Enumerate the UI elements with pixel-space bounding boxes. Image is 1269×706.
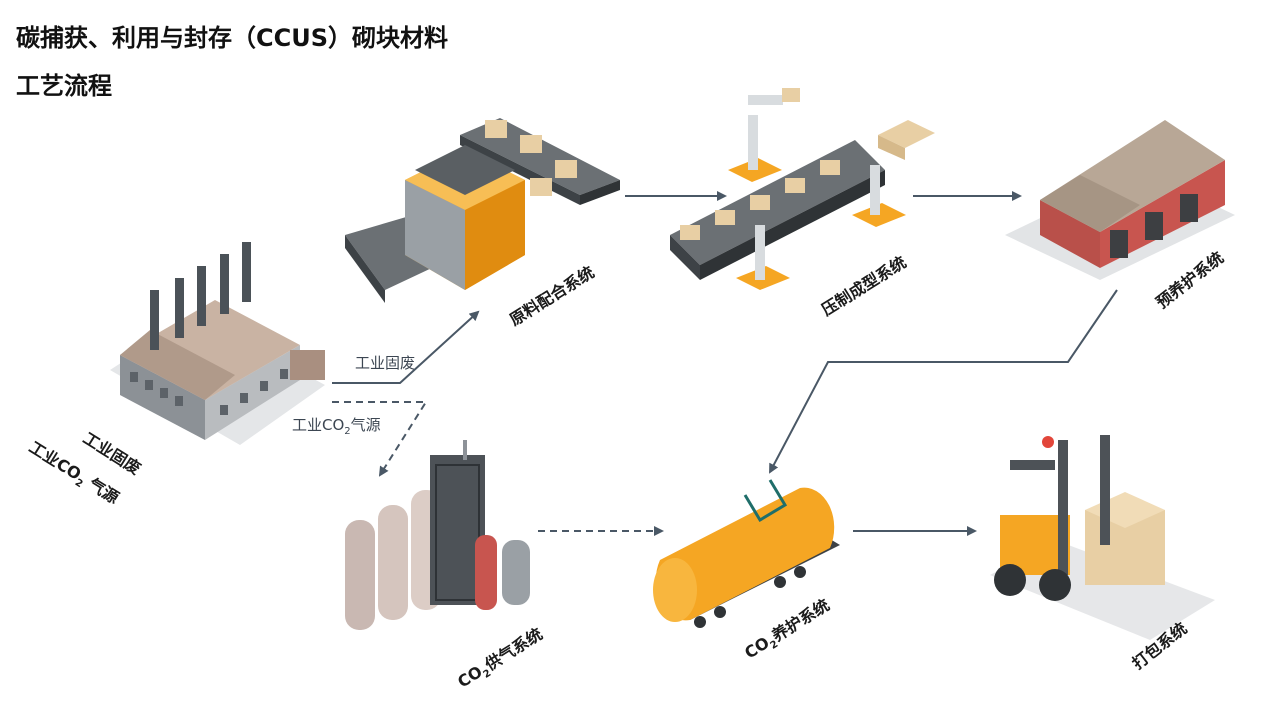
- arrow-factory-to-co2-supply: [332, 401, 428, 477]
- page-subtitle: 工艺流程: [16, 72, 112, 100]
- press-illustration: [670, 88, 935, 290]
- raw-material-illustration: [345, 118, 620, 303]
- co2-curing-tank-illustration: [653, 479, 840, 628]
- factory-illustration: [110, 242, 325, 445]
- flow-label-solid-waste: 工业固废: [355, 354, 416, 372]
- flow-arrows: [332, 191, 1118, 536]
- flow-label-co2-source: 工业CO2气源: [292, 416, 381, 437]
- forklift-illustration: [990, 435, 1215, 640]
- arrow-factory-to-raw: [332, 310, 480, 384]
- page-title: 碳捕获、利用与封存（CCUS）砌块材料: [16, 24, 448, 52]
- co2-supply-illustration: [345, 440, 530, 630]
- arrow-precure-to-co2-cure: [769, 289, 1118, 474]
- precure-building-illustration: [1005, 120, 1235, 280]
